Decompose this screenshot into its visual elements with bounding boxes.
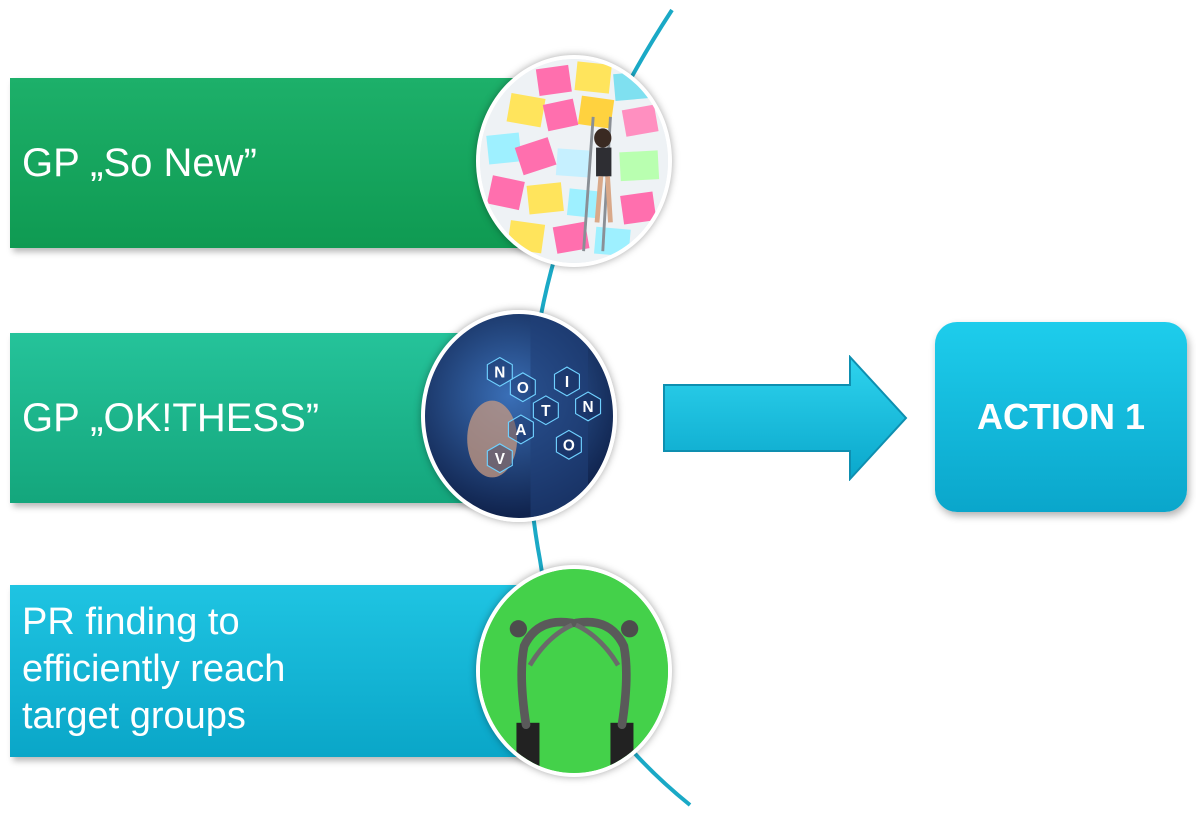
item-bar-pr-finding: PR finding to efficiently reach target g… bbox=[10, 585, 530, 757]
action-label: ACTION 1 bbox=[976, 396, 1145, 437]
sticky-notes-image bbox=[476, 55, 672, 267]
item-bar-so-new: GP „So New” bbox=[10, 78, 530, 248]
hexagon-shape bbox=[575, 391, 602, 422]
innovation-letter: V bbox=[495, 451, 506, 468]
innovation-letter: T bbox=[541, 403, 551, 420]
innovation-letter: N bbox=[583, 399, 594, 416]
item-label-okthess: GP „OK!THESS” bbox=[22, 396, 320, 440]
hexagon-shape bbox=[486, 356, 513, 387]
item-label-pr-finding: PR finding to efficiently reach target g… bbox=[22, 601, 286, 737]
innovation-letter: I bbox=[565, 374, 569, 391]
sculpture-image bbox=[476, 565, 672, 777]
hexagon-shape bbox=[532, 395, 559, 426]
hexagon-shape bbox=[486, 443, 513, 474]
right-arrow-icon bbox=[663, 355, 908, 481]
innovation-letter: O bbox=[517, 380, 529, 397]
hexagon-shape bbox=[555, 429, 582, 460]
innovation-letter: N bbox=[494, 365, 505, 382]
item-label-so-new: GP „So New” bbox=[22, 141, 257, 185]
hexagon-shape bbox=[507, 414, 534, 445]
hexagon-shape bbox=[553, 366, 581, 397]
hexagon-shape bbox=[509, 372, 536, 403]
action-box: ACTION 1 bbox=[935, 322, 1187, 512]
innovation-letter: A bbox=[515, 422, 526, 439]
innovation-letter: O bbox=[563, 438, 575, 455]
